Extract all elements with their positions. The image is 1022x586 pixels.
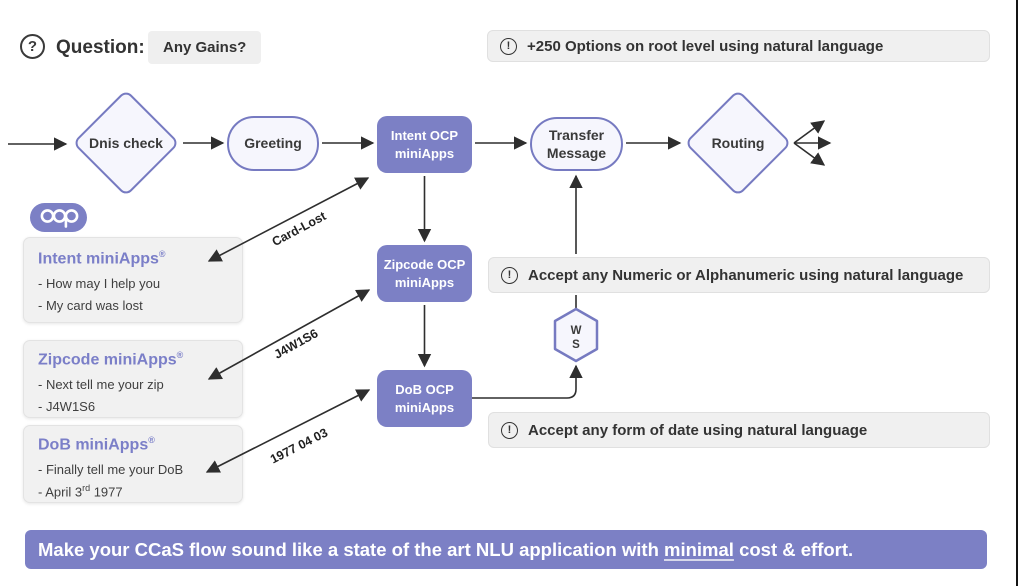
edge-routing-out-1 (793, 120, 826, 144)
panel-title: Intent miniApps® (38, 249, 228, 268)
panel-title-text: DoB miniApps (38, 436, 149, 454)
node-label-line1: Zipcode OCP (383, 256, 466, 272)
node-label-line1: Transfer (548, 126, 605, 143)
slide-right-border (1016, 0, 1018, 586)
panel-intent-miniapps: Intent miniApps® - How may I help you - … (23, 237, 243, 323)
panel-item: - Finally tell me your DoB (38, 462, 184, 478)
edge-label-date: 1977 04 03 (267, 425, 331, 467)
panel-item: - J4W1S6 (38, 399, 96, 415)
panel-dob-miniapps: DoB miniApps® - Finally tell me your DoB… (23, 425, 243, 503)
panel-item: - My card was lost (38, 298, 143, 314)
question-value-chip: Any Gains? (148, 31, 262, 64)
edge-dob-ws (472, 364, 583, 399)
alert-icon: ! (500, 37, 517, 55)
banner-text-underlined: minimal (664, 538, 734, 560)
panel-title-text: Zipcode miniApps (38, 351, 177, 369)
panel-zipcode-miniapps: Zipcode miniApps® - Next tell me your zi… (23, 340, 243, 418)
callout-root-options: ! +250 Options on root level using natur… (487, 30, 990, 62)
node-label-line2: S (572, 339, 580, 351)
panel-item: - April 3rd 1977 (38, 481, 228, 503)
node-ws-hexagon: W S (553, 307, 599, 363)
node-dob-ocp-miniapps: DoB OCP miniApps (377, 370, 472, 427)
node-label-line1: W (571, 325, 582, 337)
banner-text-prefix: Make your CCaS flow sound like a state o… (38, 538, 665, 560)
question-label: Question: (56, 37, 145, 58)
node-label-line1: Intent OCP (390, 127, 459, 143)
edge-label-j4w1s6: J4W1S6 (271, 326, 321, 362)
node-label: Routing (711, 135, 765, 151)
node-label-line2: miniApps (394, 399, 455, 415)
node-label-line2: miniApps (394, 274, 455, 290)
bottom-banner: Make your CCaS flow sound like a state o… (25, 530, 987, 569)
callout-text: Accept any Numeric or Alphanumeric using… (528, 266, 964, 284)
panel-title-text: Intent miniApps (38, 250, 159, 268)
callout-date: ! Accept any form of date using natural … (488, 412, 990, 448)
node-dnis-check: Dnis check (72, 89, 180, 197)
node-intent-ocp-miniapps: Intent OCP miniApps (377, 116, 472, 173)
panel-item: - How may I help you (38, 276, 161, 292)
registered-mark: ® (148, 435, 155, 445)
node-zipcode-ocp-miniapps: Zipcode OCP miniApps (377, 245, 472, 302)
node-label-line2: Message (546, 145, 607, 161)
node-label: Greeting (244, 135, 302, 152)
panel-title: DoB miniApps® (38, 435, 228, 454)
edge-label-cardlost: Card-Lost (269, 208, 329, 250)
node-label: Dnis check (89, 135, 163, 151)
edge-routing-out-3 (793, 142, 826, 166)
panel-item: - Next tell me your zip (38, 377, 164, 393)
alert-icon: ! (501, 421, 518, 439)
registered-mark: ® (176, 350, 184, 360)
callout-text: +250 Options on root level using natural… (527, 37, 884, 55)
node-label-line2: miniApps (394, 145, 455, 161)
callout-text: Accept any form of date using natural la… (528, 421, 868, 439)
date-ordinal: rd (82, 483, 91, 494)
ocp-logo-badge (30, 203, 87, 232)
callout-alphanumeric: ! Accept any Numeric or Alphanumeric usi… (488, 257, 990, 293)
alert-icon: ! (501, 266, 518, 284)
hexagon-shape (553, 307, 599, 363)
node-transfer-message: Transfer Message (530, 117, 623, 171)
date-year: 1977 (90, 484, 123, 500)
panel-title: Zipcode miniApps® (38, 350, 228, 369)
node-label-line1: DoB OCP (395, 381, 454, 397)
node-greeting: Greeting (227, 116, 319, 171)
banner-text-suffix: cost & effort. (733, 538, 854, 560)
registered-mark: ® (158, 249, 166, 259)
ocp-logo-icon (40, 208, 78, 228)
date-text: - April 3 (38, 484, 83, 500)
question-mark-icon: ? (20, 34, 45, 59)
node-routing: Routing (684, 89, 792, 197)
